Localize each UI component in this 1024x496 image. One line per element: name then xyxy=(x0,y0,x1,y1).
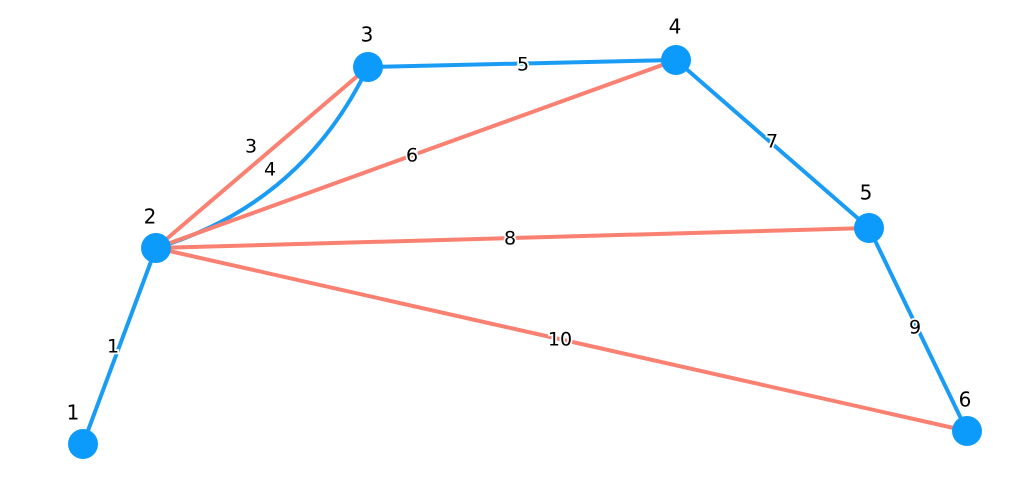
edge-weight-label: 1 xyxy=(107,336,119,358)
graph-edge-2-6-10[interactable] xyxy=(154,246,969,433)
graph-edge-4-5-7[interactable] xyxy=(674,58,871,230)
node-id-label-5: 5 xyxy=(860,181,873,205)
graph-node-2[interactable] xyxy=(141,233,171,263)
graph-edge-3-4-5[interactable] xyxy=(366,58,678,69)
graph-node-3[interactable] xyxy=(353,52,383,82)
graph-edge-5-6-9[interactable] xyxy=(867,226,969,433)
edge-weight-label: 10 xyxy=(548,329,572,351)
nodes-layer xyxy=(68,45,982,459)
edges-layer xyxy=(81,58,969,446)
edge-weight-label: 3 xyxy=(245,136,257,158)
node-id-label-1: 1 xyxy=(67,401,80,425)
edge-weight-label: 8 xyxy=(504,228,516,250)
graph-node-1[interactable] xyxy=(68,429,98,459)
graph-edge-1-2-1[interactable] xyxy=(81,246,158,446)
edge-weight-label: 5 xyxy=(517,54,529,76)
graph-edge-2-4-6[interactable] xyxy=(154,58,678,250)
edge-weight-label: 4 xyxy=(264,159,276,181)
graph-edge-2-3-4[interactable] xyxy=(154,65,370,250)
node-id-label-2: 2 xyxy=(144,205,157,229)
graph-edge-2-5-8[interactable] xyxy=(154,226,871,250)
graph-node-5[interactable] xyxy=(854,213,884,243)
graph-node-4[interactable] xyxy=(661,45,691,75)
edge-weight-label: 6 xyxy=(406,145,418,167)
node-id-label-6: 6 xyxy=(959,388,972,412)
edge-weight-label: 9 xyxy=(909,317,921,339)
node-id-label-3: 3 xyxy=(361,23,374,47)
node-id-label-4: 4 xyxy=(669,15,682,39)
edge-weight-label: 7 xyxy=(766,131,778,153)
graph-node-6[interactable] xyxy=(952,416,982,446)
edge-labels-layer: 1 34 5 6 7 8 9 10 xyxy=(105,52,923,360)
